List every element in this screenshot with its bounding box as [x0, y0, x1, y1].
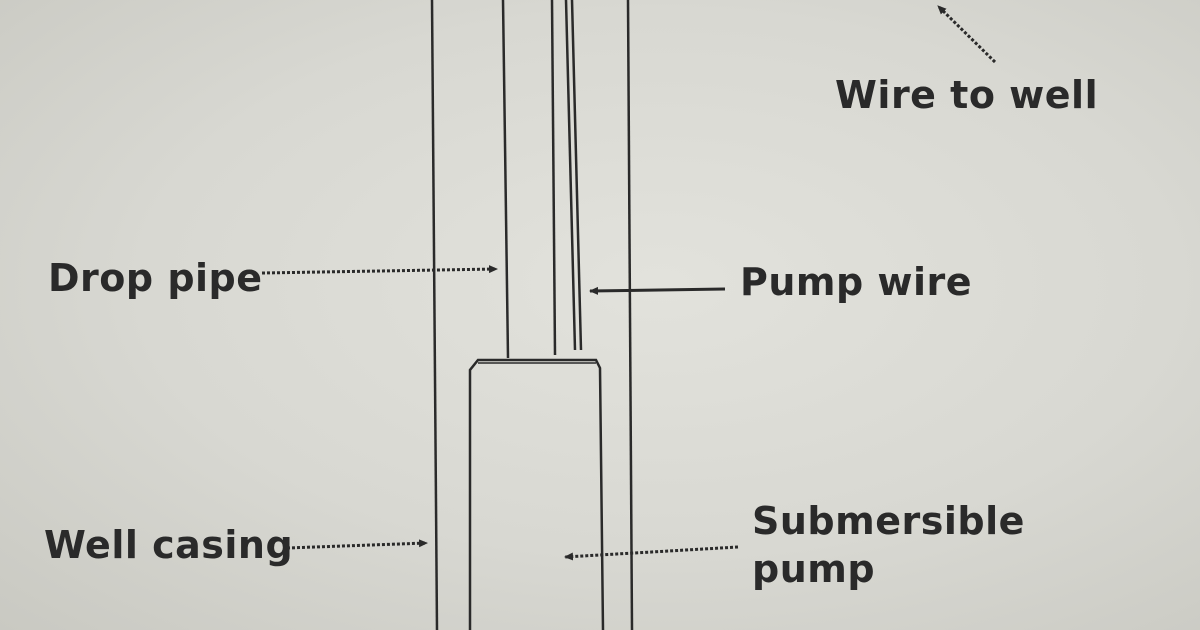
- well-casing-leader: [286, 539, 428, 550]
- drop-pipe-left-wall: [501, 0, 510, 359]
- pump-wire-leader: [589, 286, 726, 295]
- label-well-casing: Well casing: [44, 523, 294, 567]
- well-casing-right-wall: [626, 0, 634, 630]
- label-drop-pipe: Drop pipe: [48, 256, 263, 300]
- well-casing: [430, 0, 634, 630]
- label-wire-to-well: Wire to well: [835, 73, 1099, 117]
- drop-pipe: [501, 0, 557, 359]
- drop-pipe-right-wall: [550, 0, 557, 356]
- submersible-pump-body: [468, 358, 605, 630]
- label-submersible-line2: pump: [752, 546, 876, 591]
- label-pump-wire: Pump wire: [740, 260, 973, 304]
- pump-wire: [564, 0, 583, 351]
- pump-wire-strand-a: [564, 0, 577, 351]
- submersible-pump-leader: [564, 545, 739, 561]
- label-submersible-line1: Submersible: [752, 499, 1025, 543]
- wire-to-well-leader: [936, 4, 997, 64]
- well-casing-left-wall: [430, 0, 439, 630]
- label-submersible-pump: Submersible pump: [752, 498, 1025, 593]
- pump-wire-strand-b: [570, 0, 583, 351]
- drop-pipe-leader: [261, 265, 498, 275]
